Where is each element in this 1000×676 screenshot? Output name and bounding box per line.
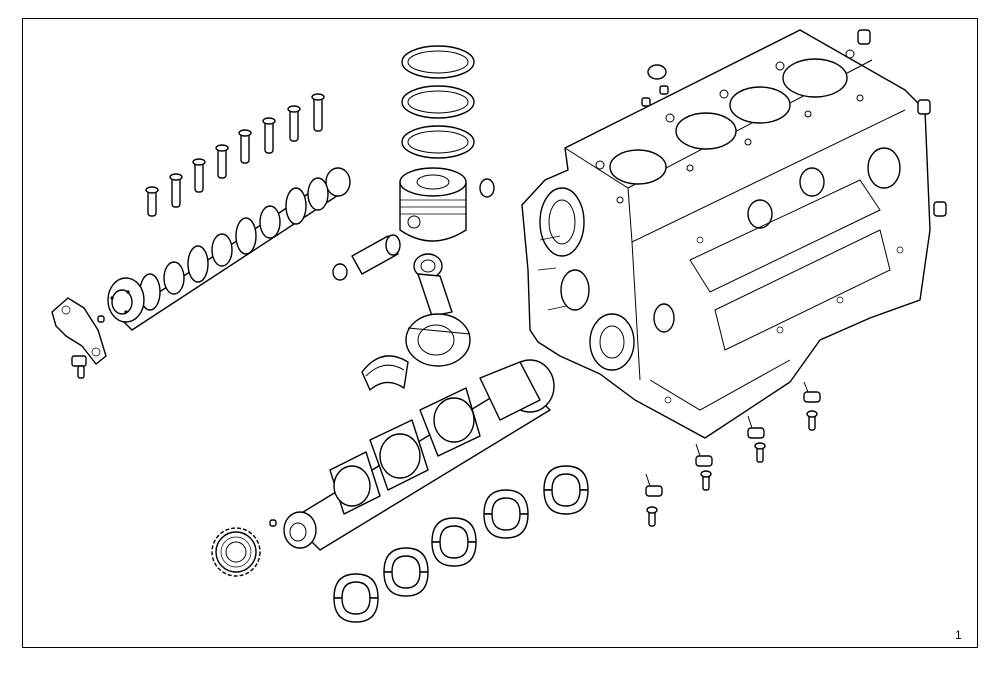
cylinder-block (521, 29, 931, 439)
figure-number: 1 (955, 628, 962, 642)
piston (399, 167, 467, 242)
piston-rings (401, 45, 475, 159)
camshaft (107, 167, 351, 331)
piston-pin (351, 234, 401, 275)
camshaft-bolts (145, 93, 325, 217)
crankshaft (269, 359, 555, 551)
oil-jet-nozzles (645, 381, 821, 497)
crankshaft-gear (211, 527, 261, 577)
dowel-pins (641, 29, 947, 217)
connecting-rod-bearing (361, 355, 409, 391)
connecting-rod (405, 253, 471, 367)
main-bearings (333, 465, 589, 623)
camshaft-bracket (51, 297, 107, 379)
nozzle-bolts (646, 410, 818, 527)
piston-circlips (332, 178, 495, 281)
